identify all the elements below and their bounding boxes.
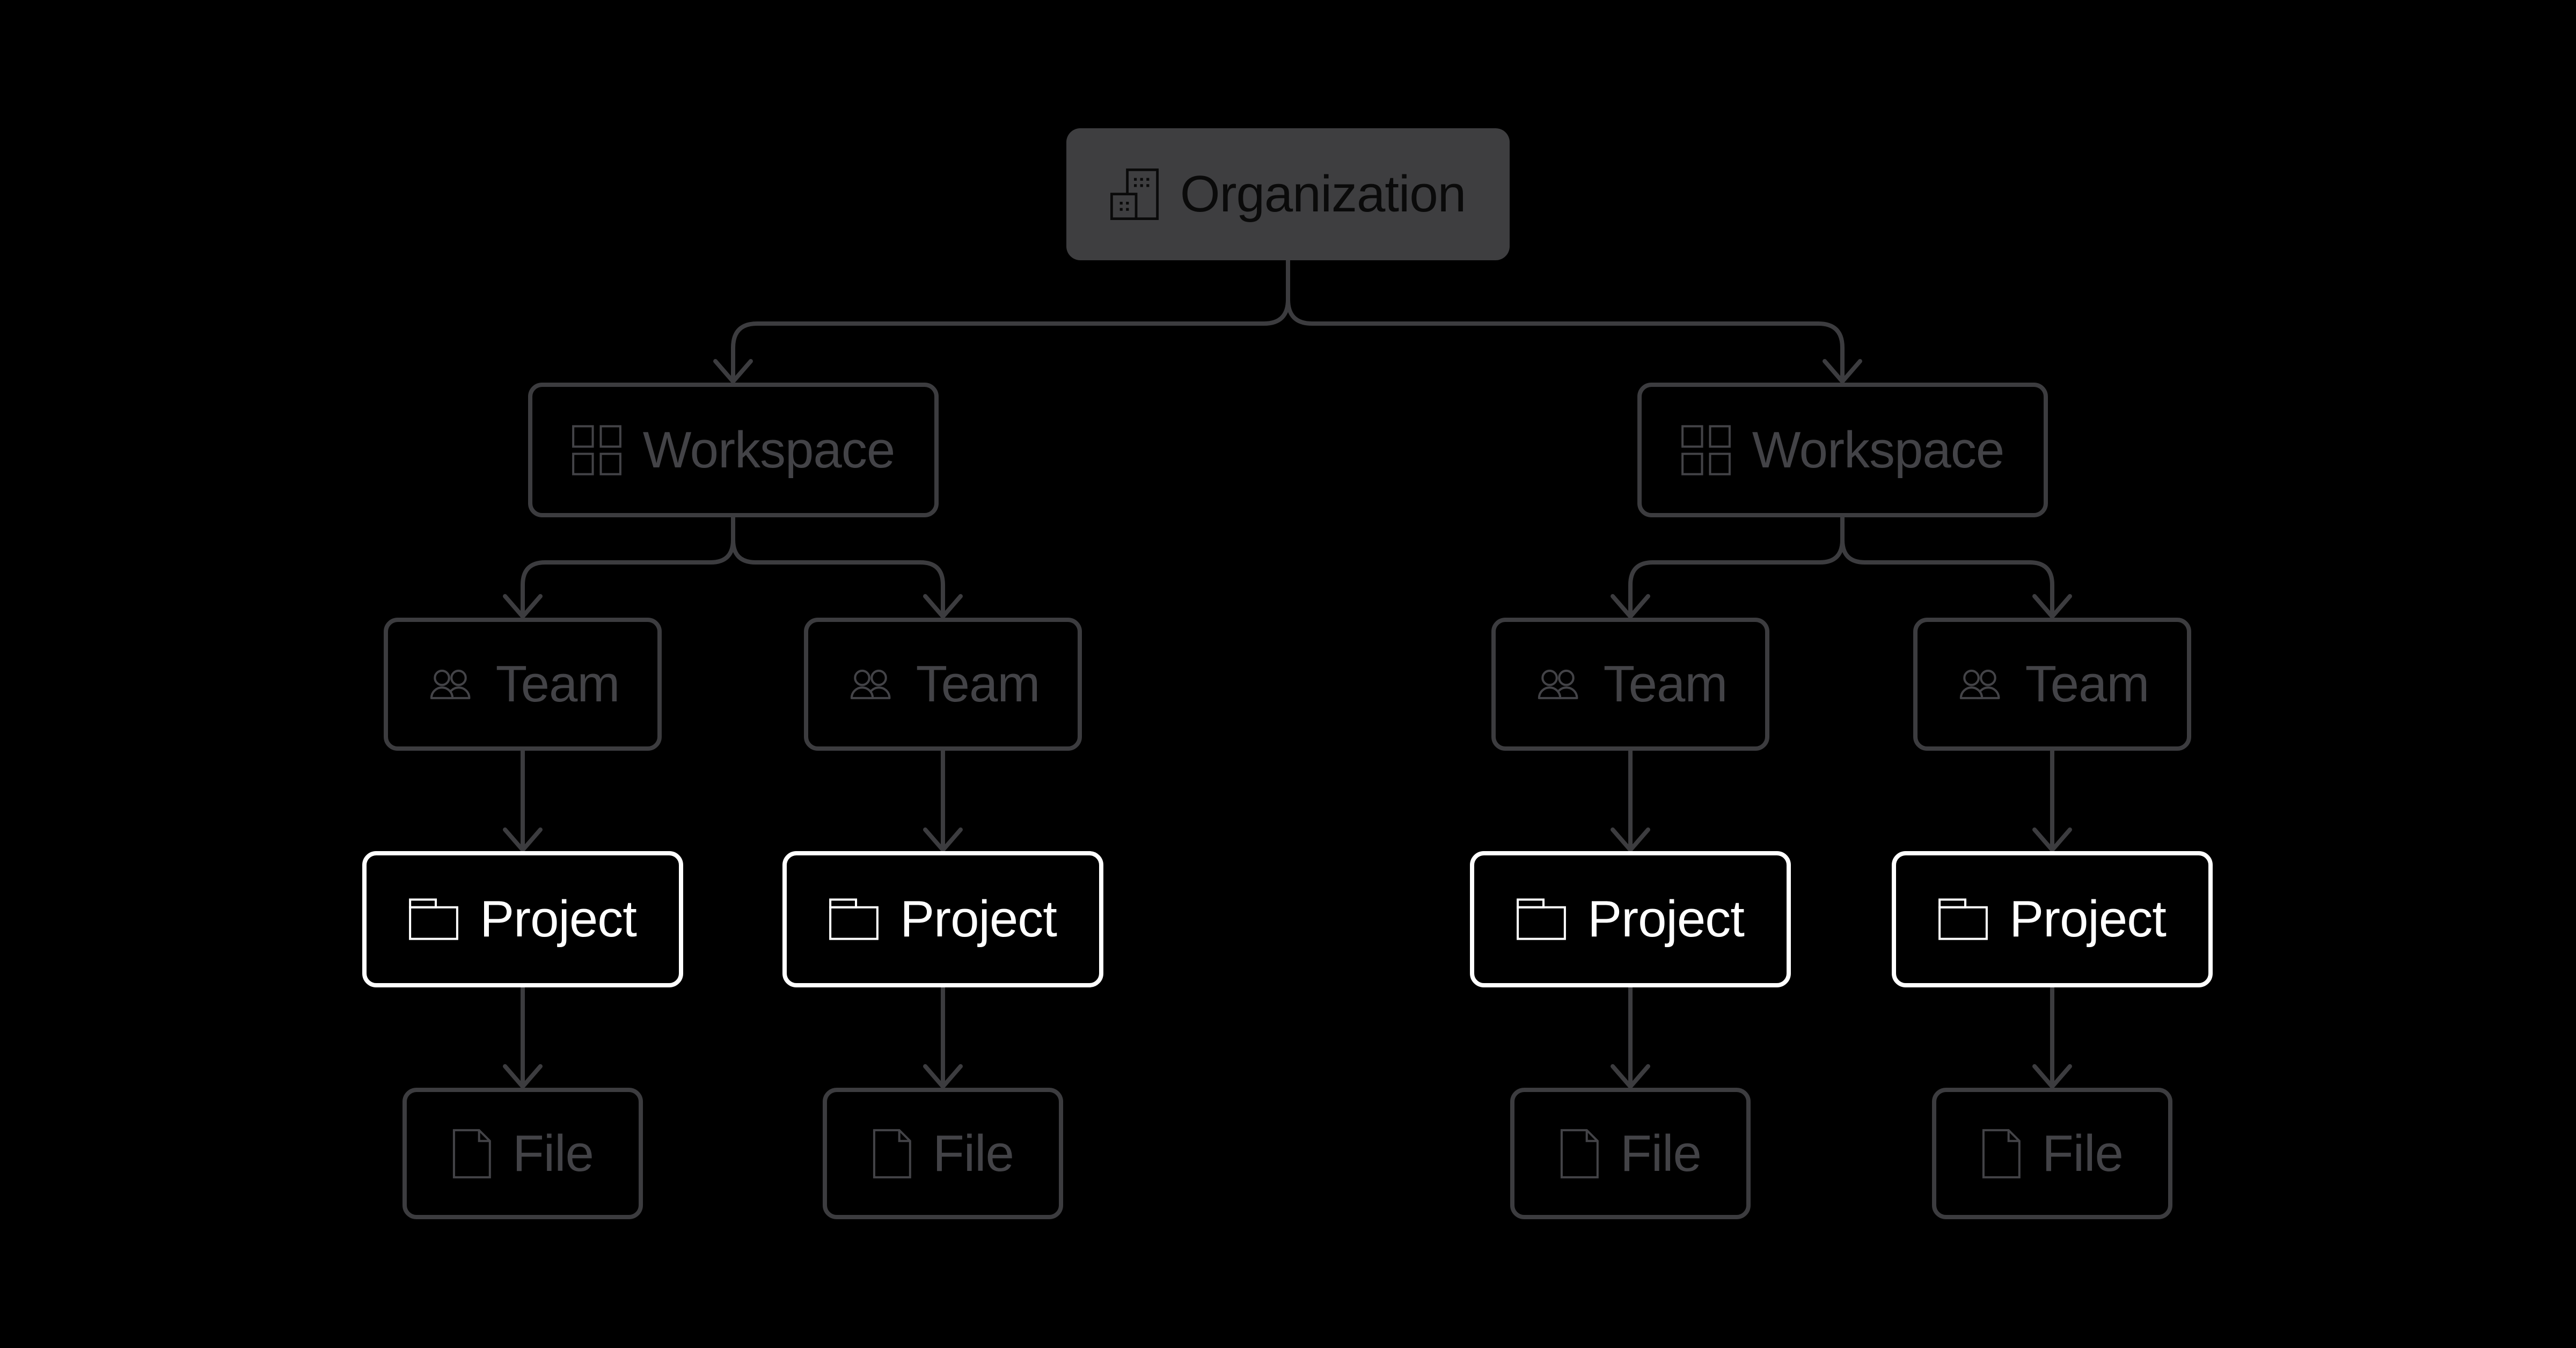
folder-icon [829, 898, 879, 940]
node-workspace-2: Workspace [1637, 383, 2048, 517]
building-icon [1110, 169, 1159, 220]
node-label: Team [495, 655, 620, 713]
edge-team-2-project-2 [923, 749, 963, 852]
users-icon [850, 669, 891, 699]
node-label: File [2042, 1124, 2124, 1182]
node-organization: Organization [1066, 128, 1510, 260]
edge-project-3-file-3 [1611, 985, 1650, 1089]
node-file-4: File [1932, 1088, 2172, 1219]
users-icon [430, 669, 471, 699]
node-team-3: Team [1491, 618, 1769, 751]
edge-team-1-project-1 [503, 749, 543, 852]
node-label: File [513, 1124, 594, 1182]
node-file-3: File [1510, 1088, 1751, 1219]
node-label: File [933, 1124, 1014, 1182]
file-icon [1561, 1129, 1599, 1178]
file-icon [1982, 1129, 2021, 1178]
node-team-1: Team [384, 618, 662, 751]
edge-organization-workspace-2 [1286, 258, 1862, 384]
node-label: Workspace [642, 421, 895, 479]
edge-team-3-project-3 [1611, 749, 1650, 852]
node-label: Organization [1180, 165, 1466, 223]
node-project-2: Project [782, 851, 1103, 987]
edge-workspace-1-team-2 [731, 515, 963, 619]
node-file-1: File [402, 1088, 643, 1219]
node-label: Project [2009, 890, 2167, 948]
node-label: Project [900, 890, 1057, 948]
file-icon [873, 1129, 911, 1178]
node-workspace-1: Workspace [528, 383, 939, 517]
node-project-3: Project [1470, 851, 1791, 987]
node-label: Project [480, 890, 637, 948]
node-label: File [1620, 1124, 1702, 1182]
edge-team-4-project-4 [2032, 749, 2072, 852]
grid-icon [1681, 424, 1731, 475]
edge-project-2-file-2 [923, 985, 963, 1089]
users-icon [1959, 669, 2000, 699]
node-project-1: Project [362, 851, 683, 987]
edge-project-1-file-1 [503, 985, 543, 1089]
node-label: Team [2025, 655, 2150, 713]
node-label: Project [1587, 890, 1745, 948]
edge-organization-workspace-1 [713, 258, 1290, 384]
folder-icon [1938, 898, 1988, 940]
node-team-4: Team [1913, 618, 2191, 751]
node-label: Team [1603, 655, 1728, 713]
folder-icon [409, 898, 459, 940]
node-team-2: Team [804, 618, 1082, 751]
node-file-2: File [823, 1088, 1063, 1219]
edge-project-4-file-4 [2032, 985, 2072, 1089]
node-project-4: Project [1892, 851, 2213, 987]
edge-workspace-2-team-4 [1840, 515, 2072, 619]
users-icon [1538, 669, 1578, 699]
node-label: Team [916, 655, 1041, 713]
edge-workspace-1-team-1 [503, 515, 735, 619]
node-label: Workspace [1752, 421, 2004, 479]
file-icon [453, 1129, 491, 1178]
grid-icon [572, 424, 621, 475]
folder-icon [1517, 898, 1567, 940]
edge-workspace-2-team-3 [1611, 515, 1845, 619]
